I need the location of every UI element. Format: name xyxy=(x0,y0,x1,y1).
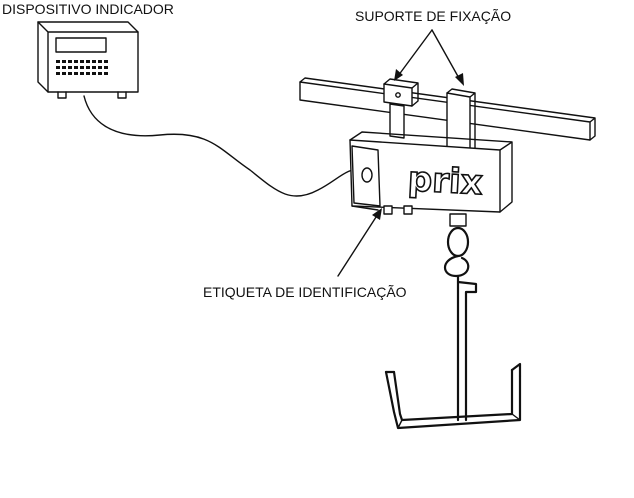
cable xyxy=(83,95,366,197)
brand-logo: prix xyxy=(407,159,484,203)
indicator-keypad xyxy=(56,60,108,75)
id-tag-label: ETIQUETA DE IDENTIFICAÇÃO xyxy=(203,284,407,300)
indicator-device xyxy=(37,21,139,99)
id-tag-arrow xyxy=(337,208,382,277)
hook-assembly xyxy=(384,213,522,430)
indicator-display xyxy=(55,37,107,53)
indicator-label: DISPOSITIVO INDICADOR xyxy=(2,1,174,17)
id-tag-plate xyxy=(383,205,393,215)
cable-gland xyxy=(361,167,373,183)
mounting-arrows xyxy=(394,29,464,86)
load-cell-box: prix xyxy=(349,131,513,215)
mounting-label: SUPORTE DE FIXAÇÃO xyxy=(355,8,511,24)
